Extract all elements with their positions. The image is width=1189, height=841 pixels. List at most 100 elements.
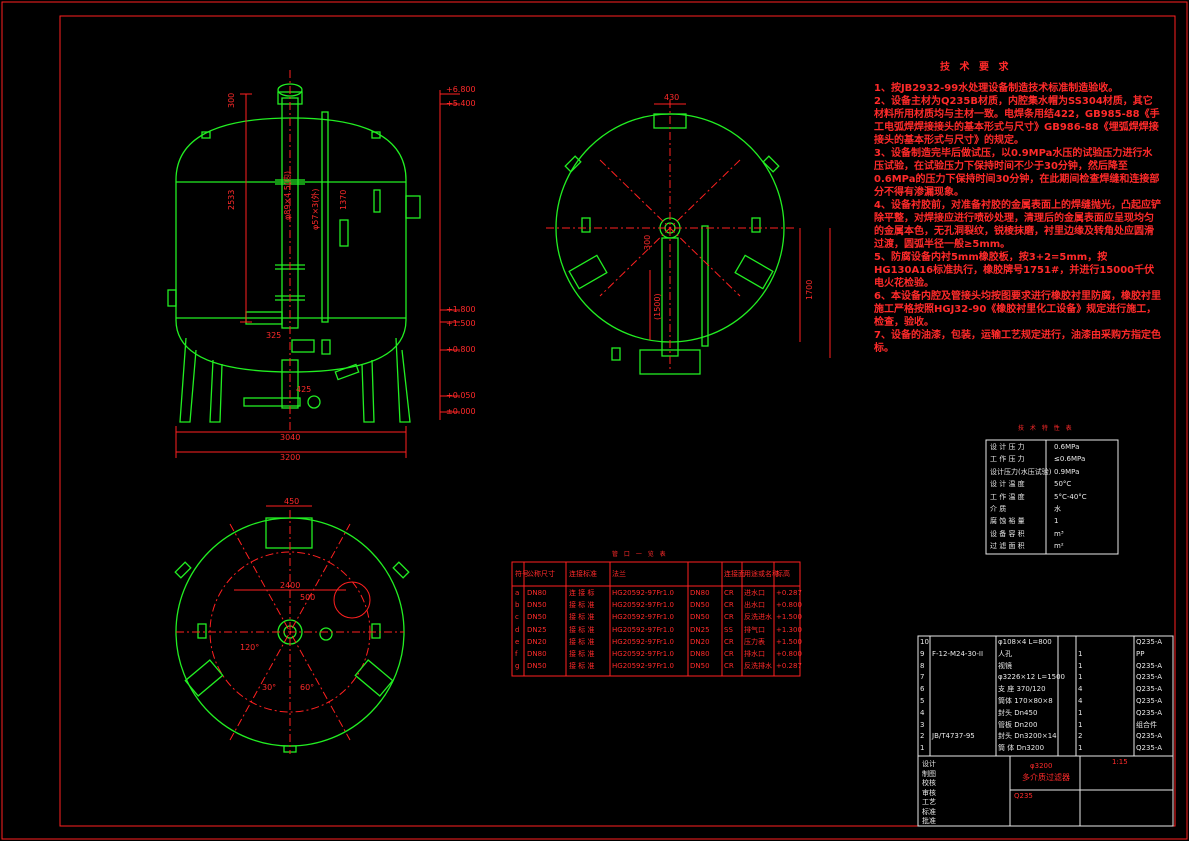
nozzle-table-cell: DN50 (527, 601, 547, 610)
nozzle-table-cell: 排水口 (744, 650, 765, 658)
nozzle-table-cell: +0.287 (776, 662, 802, 671)
nozzle-table-cell: DN25 (527, 625, 547, 634)
sign-label: 批准 (922, 817, 936, 825)
level-mark-3: +1.500 (446, 319, 476, 328)
sign-label: 审核 (922, 788, 936, 797)
dim-300b: 300 (643, 235, 652, 250)
sign-label: 校核 (922, 779, 936, 787)
nozzle-table-cell: 接 标 准 (569, 650, 595, 658)
title-block-cell: 3 (920, 720, 925, 729)
level-mark-4: +0.800 (446, 345, 476, 354)
title-block-cell: 管板 Dn200 (998, 720, 1038, 729)
nozzle-table-cell: +1.300 (776, 625, 802, 634)
tech-param-table-title: 技 术 特 性 表 (1018, 425, 1074, 432)
dim-top-nozzle: 300 (227, 93, 236, 108)
title-block-cell: 7 (920, 673, 925, 682)
title-block-cell: 1 (1078, 720, 1083, 729)
title-block-cell: Q235-A (1136, 697, 1163, 705)
tech-note: 5、防腐设备内衬5mm橡胶板，按3+2=5mm，按HG130A16标准执行，橡胶… (874, 252, 1155, 289)
label-pipe-2: φ57×3(外) (310, 189, 320, 231)
title-block-cell: 4 (1078, 685, 1083, 694)
title-block-cell: 视镜 (998, 661, 1012, 670)
nozzle-table-cell: DN50 (527, 613, 547, 622)
tech-param-label: 设 备 容 积 (990, 529, 1025, 538)
nozzle-table-header: 用途或名称 (744, 570, 779, 578)
title-block-cell: 1 (920, 744, 925, 753)
nozzle-table-header: 标高 (776, 570, 790, 578)
drawing-scale: 1:15 (1112, 758, 1128, 766)
level-mark-2: +1.800 (446, 305, 476, 314)
tech-note: 2、设备主材为Q235B材质，内腔集水帽为SS304材质，其它材料所用材质均与主… (874, 96, 1160, 146)
title-block-cell: 4 (920, 708, 925, 717)
tech-param-label: 设 计 压 力 (990, 443, 1025, 451)
title-block-cell: 8 (920, 661, 925, 670)
title-block-grid (917, 635, 1174, 827)
title-block-cell: 封头 Dn450 (998, 708, 1038, 717)
tech-param-label: 腐 蚀 裕 量 (990, 517, 1025, 526)
dim-500: 500 (300, 593, 315, 602)
nozzle-table-cell: DN80 (527, 589, 547, 597)
nozzle-table-cell: DN50 (690, 662, 710, 671)
tech-param-value: ≤0.6MPa (1054, 455, 1086, 464)
nozzle-table-cell: DN50 (690, 613, 710, 622)
nozzle-table-cell: 接 标 准 (569, 662, 595, 671)
tech-param-value: m² (1054, 542, 1064, 551)
dim-1700: 1700 (805, 280, 814, 300)
title-block-cell: Q235-A (1136, 744, 1163, 753)
nozzle-table-cell: 反洗排水 (744, 662, 772, 671)
nozzle-table-header: 连接标准 (569, 570, 597, 578)
title-block-cell: 1 (1078, 649, 1083, 658)
nozzle-table-cell: 压力表 (744, 637, 765, 646)
title-block-cell: F-12-M24-30-II (932, 649, 984, 658)
title-block-cell: PP (1136, 649, 1145, 658)
tech-param-value: 0.6MPa (1054, 443, 1080, 451)
nozzle-table-cell: b (515, 601, 520, 610)
plan-view (174, 505, 410, 754)
title-block-cell: Q235-A (1136, 708, 1163, 717)
nozzle-table-cell: 接 标 准 (569, 601, 595, 610)
level-mark-1: +5.400 (446, 99, 476, 108)
nozzle-table-cell: DN80 (527, 650, 547, 658)
title-block-cell: Q235-A (1136, 732, 1163, 741)
nozzle-table-cell: +1.500 (776, 637, 802, 646)
tech-param-value: 1 (1054, 517, 1059, 526)
sign-label: 制图 (922, 769, 936, 778)
level-mark-0: +6.800 (446, 85, 476, 94)
nozzle-table-cell: 反洗进水 (744, 613, 772, 622)
nozzle-table-cell: 接 标 准 (569, 613, 595, 622)
title-block-cell: 9 (920, 649, 925, 658)
tech-param-value: m³ (1054, 529, 1064, 538)
title-block-cell: Q235-A (1136, 638, 1163, 646)
nozzle-table-cell: CR (724, 662, 734, 671)
tech-note: 3、设备制造完毕后做试压，以0.9MPa水压的试验压力进行水压试验，在试验压力下… (874, 148, 1160, 198)
nozzle-table-cell: CR (724, 637, 734, 646)
nozzle-table-cell: 排气口 (744, 625, 765, 634)
tech-param-label: 设 计 温 度 (990, 480, 1025, 489)
title-block-cell: 1 (1078, 661, 1083, 670)
dim-120: 120° (240, 643, 259, 652)
nozzle-table-cell: f (515, 650, 518, 658)
dim-1500: (1500) (653, 293, 662, 320)
nozzle-table-cell: HG20592-97Fr1.0 (612, 662, 674, 671)
nozzle-table-cell: d (515, 625, 520, 634)
nozzle-table-cell: 出水口 (744, 601, 765, 610)
nozzle-table-cell: SS (724, 625, 733, 634)
dim-height-main: 2533 (227, 190, 236, 210)
nozzle-table-cell: DN25 (690, 625, 710, 634)
tech-note: 4、设备衬胶前，对准备衬胶的金属表面上的焊缝抛光，凸起应铲除平整，对焊接应进行喷… (874, 200, 1161, 250)
tech-param-label: 介 质 (990, 505, 1007, 513)
nozzle-table-cell: CR (724, 589, 734, 597)
tech-note: 7、设备的油漆，包装，运输工艺规定进行，油漆由采购方指定色标。 (874, 330, 1161, 354)
title-block-cell: φ108×4 L=800 (998, 638, 1052, 646)
nozzle-table-grid (511, 561, 801, 677)
title-block-cell: 1 (1078, 708, 1083, 717)
dim-60: 60° (300, 683, 314, 692)
drawing-material: Q235 (1014, 792, 1033, 800)
title-block-cell: 筒体 170×80×8 (998, 697, 1053, 705)
nozzle-table-cell: DN20 (527, 637, 547, 646)
front-elevation-view (167, 70, 460, 458)
nozzle-table-cell: DN80 (690, 650, 710, 658)
nozzle-table-cell: +0.287 (776, 589, 802, 597)
dim-2400: 2400 (280, 581, 300, 590)
nozzle-table-cell: CR (724, 650, 734, 658)
